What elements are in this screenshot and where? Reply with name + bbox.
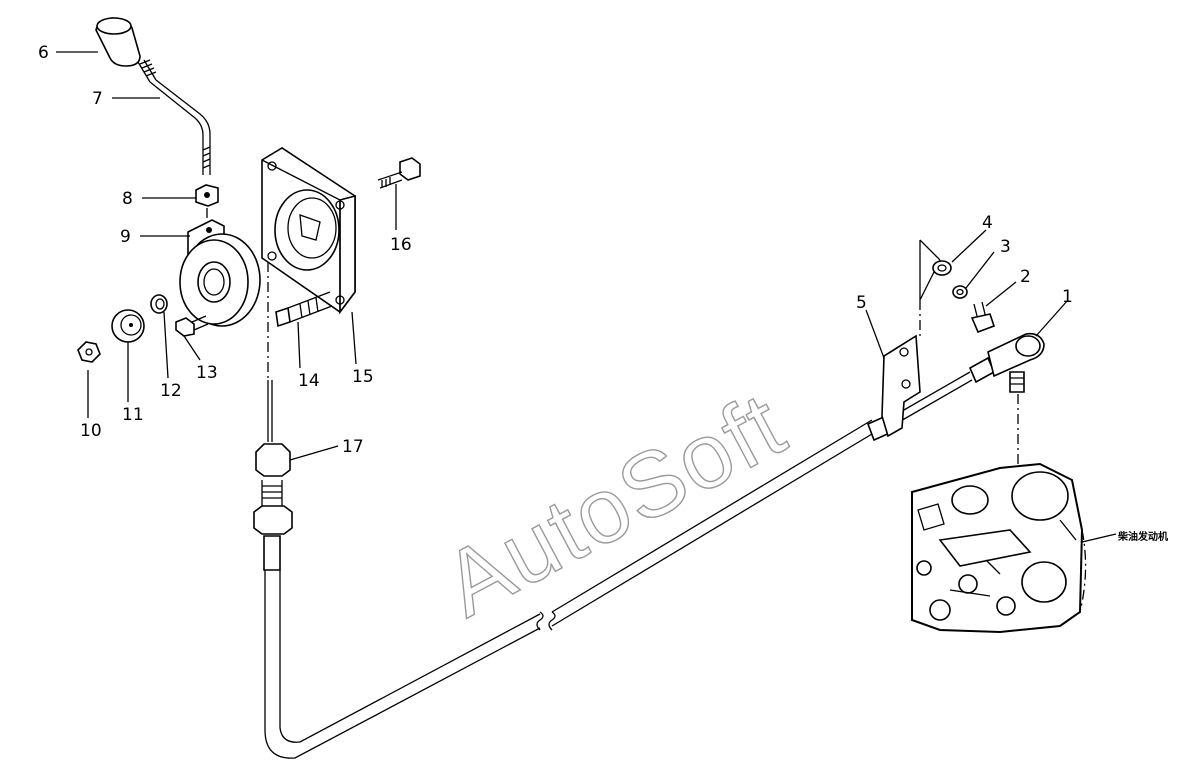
callout-4: 4	[982, 213, 993, 233]
diesel-engine-illustration	[911, 462, 1087, 634]
control-cable	[264, 356, 996, 759]
callout-14: 14	[298, 371, 320, 391]
engine-label: 柴油发动机	[1117, 530, 1168, 543]
callout-13: 13	[196, 363, 218, 383]
bolt-part-13	[175, 315, 209, 337]
callout-2: 2	[1020, 267, 1031, 287]
watermark: AutoSoft	[428, 373, 802, 636]
callout-16: 16	[390, 235, 412, 255]
callout-15: 15	[352, 367, 374, 387]
screw-part-14	[275, 291, 333, 328]
callout-17: 17	[342, 437, 364, 457]
callout-8: 8	[122, 189, 133, 209]
washer-part-3	[952, 285, 968, 299]
bracket-part-5	[881, 239, 941, 438]
mounting-plate-part-15	[261, 147, 356, 315]
callout-6: 6	[38, 43, 49, 63]
callout-numbers: 6 7 8 9 10 11 12 13 14 15 16 17 5 4 3 2 …	[38, 43, 1168, 543]
bolt-part-16	[377, 157, 421, 189]
ball-joint-part-1	[987, 332, 1045, 393]
washer-part-4	[932, 260, 952, 276]
callout-9: 9	[120, 227, 131, 247]
cap-part-11	[111, 309, 145, 343]
callout-11: 11	[122, 405, 144, 425]
callout-leaders	[56, 51, 1117, 543]
cable-fitting-part-17	[253, 443, 293, 571]
knob-part-6	[95, 17, 141, 67]
callout-5: 5	[856, 293, 867, 313]
callout-7: 7	[92, 89, 103, 109]
callout-10: 10	[80, 421, 102, 441]
callout-1: 1	[1062, 287, 1073, 307]
callout-3: 3	[1000, 237, 1011, 257]
nut-part-10	[77, 341, 101, 363]
bolt-part-2	[970, 301, 996, 334]
washer-part-12	[150, 294, 168, 314]
cable-core	[267, 380, 273, 442]
hub-part-9	[179, 219, 261, 327]
lever-part-7	[137, 59, 211, 175]
nut-part-8	[195, 184, 219, 207]
callout-12: 12	[160, 381, 182, 401]
